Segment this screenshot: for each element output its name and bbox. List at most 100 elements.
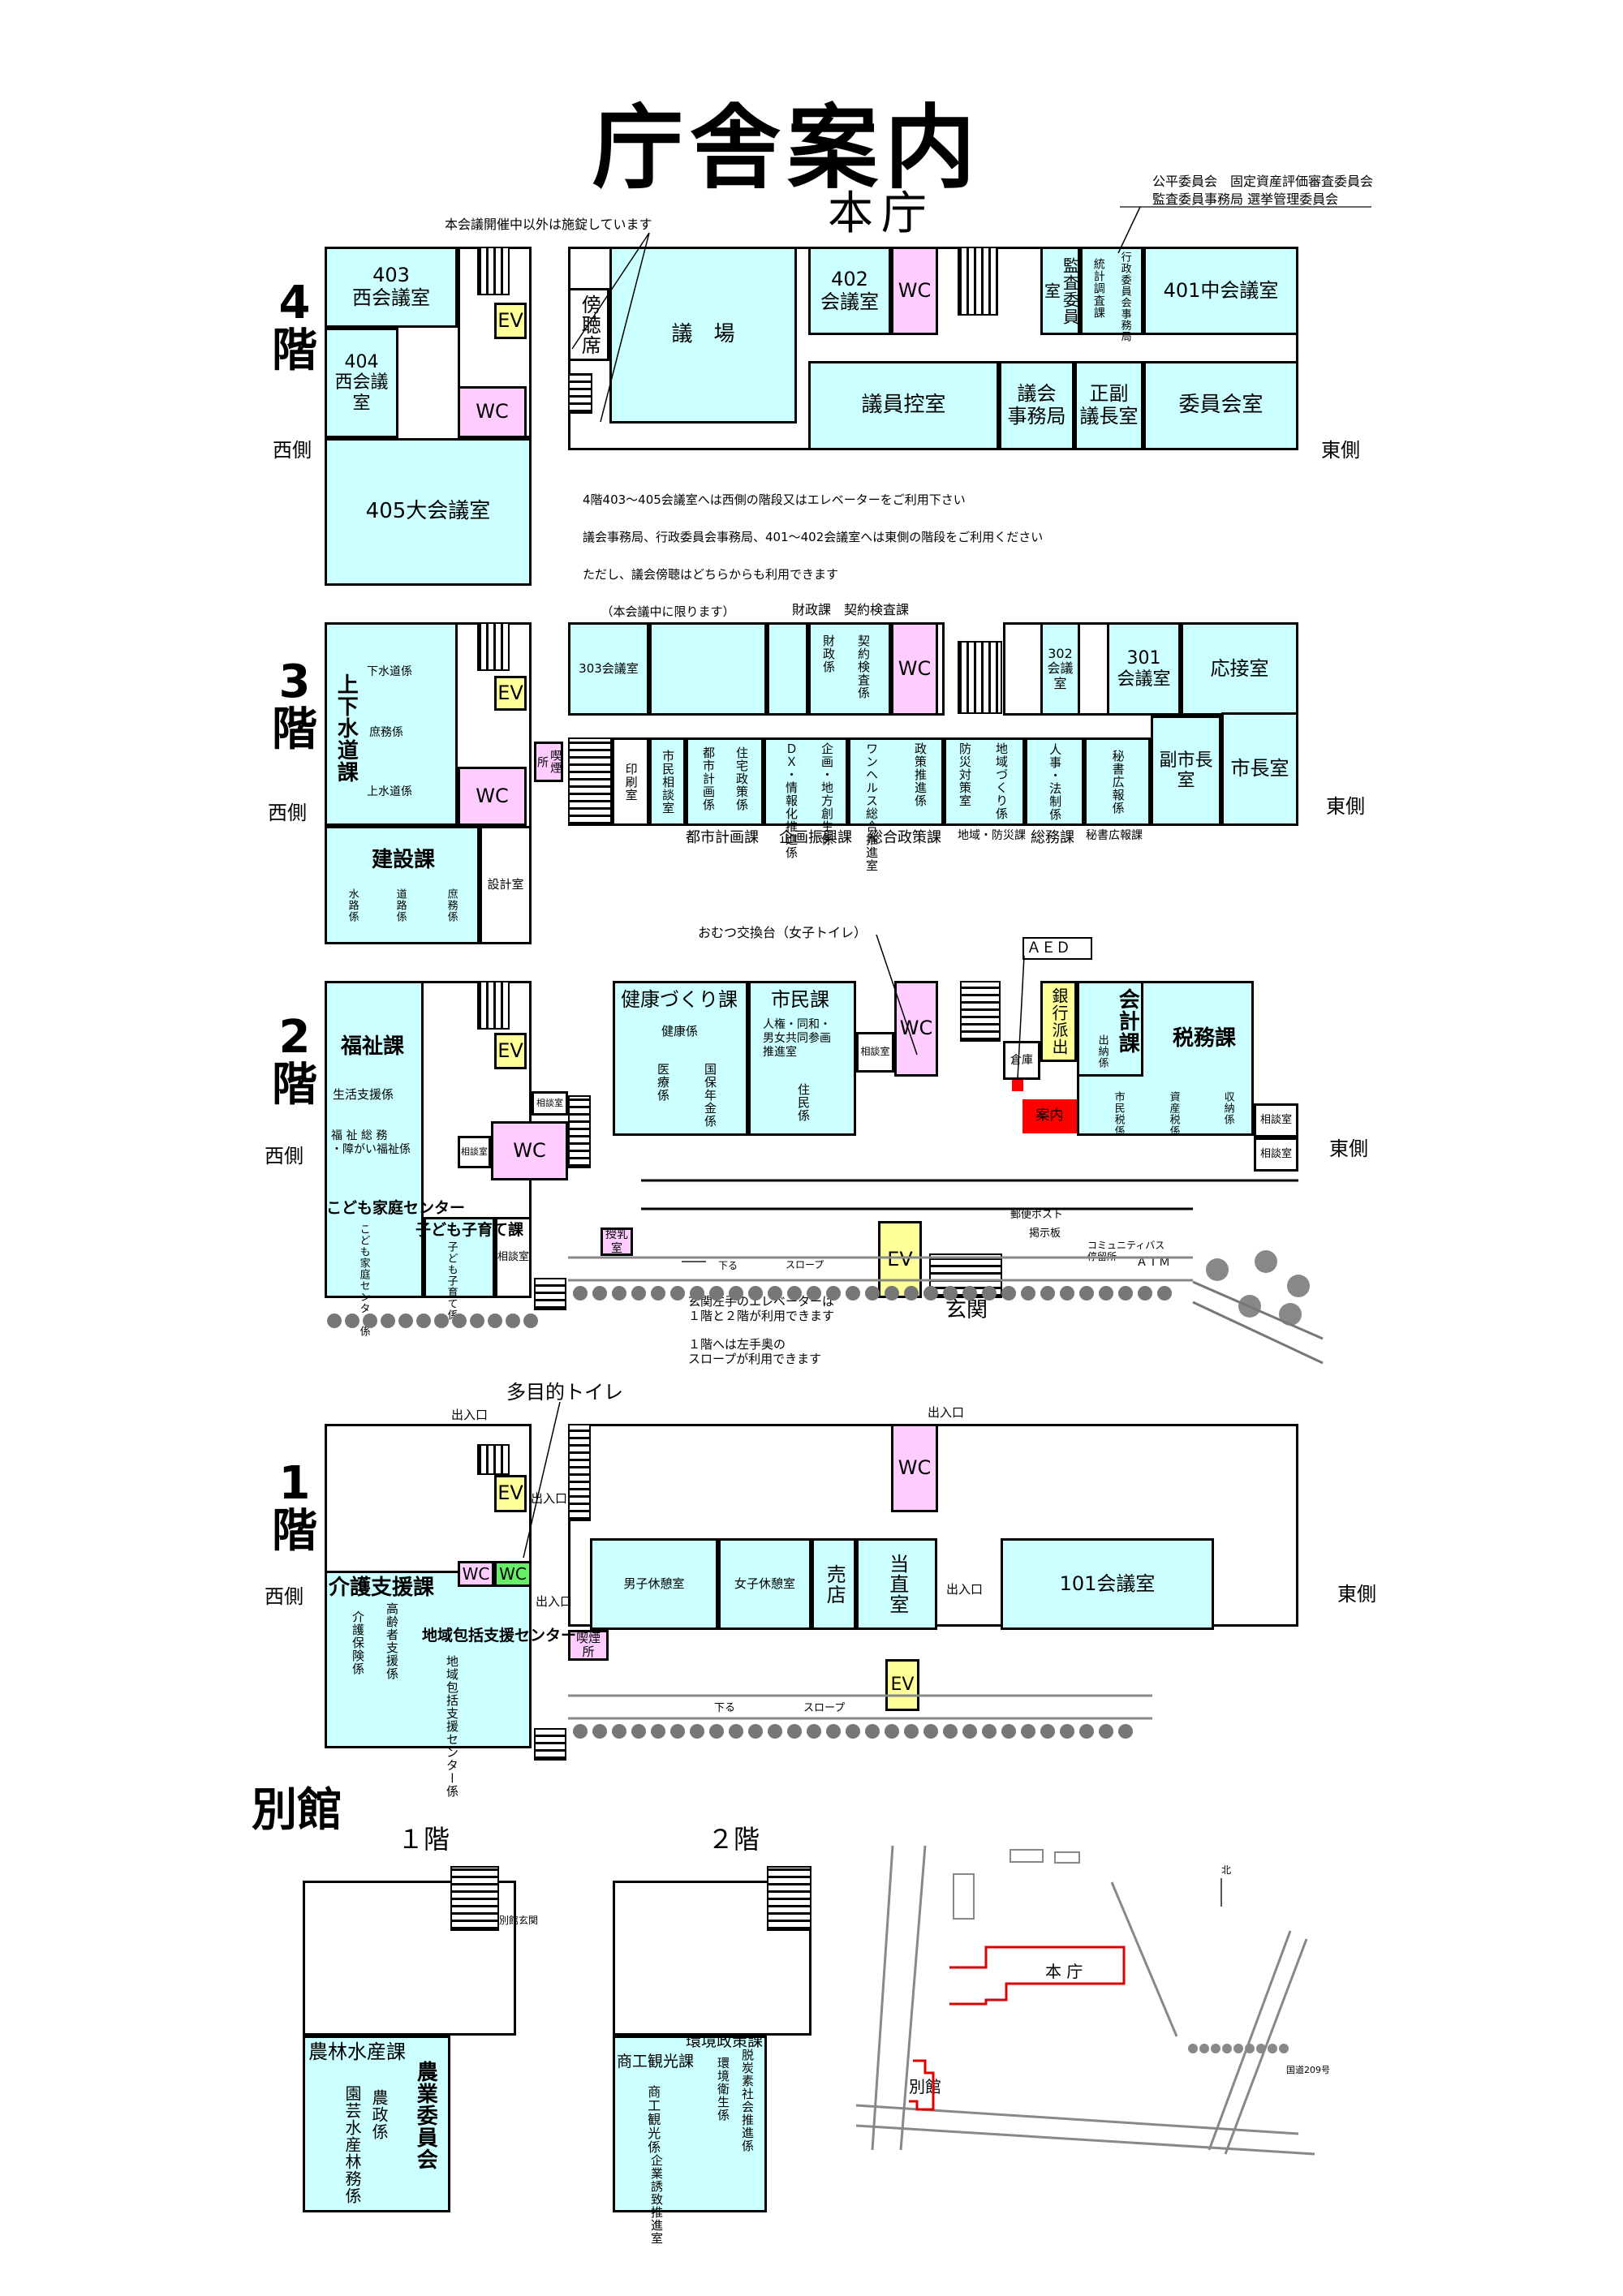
shrub-dot bbox=[768, 1724, 782, 1739]
tree-icon bbox=[1206, 1258, 1229, 1281]
shrub-dot bbox=[670, 1724, 685, 1739]
label-property-tax: 資産税係 bbox=[1167, 1091, 1180, 1137]
label-tax-div: 税務課 bbox=[1173, 1026, 1237, 1051]
r405: 405大会議室 bbox=[325, 438, 532, 586]
shrub-dot bbox=[523, 1314, 538, 1328]
shrub-dot bbox=[573, 1724, 588, 1739]
shrub-dot bbox=[1138, 1286, 1152, 1301]
f3-wc2: WC bbox=[891, 622, 938, 716]
label-care-ins: 介護保険係 bbox=[351, 1610, 365, 1675]
shrub-dot bbox=[885, 1724, 899, 1739]
f3-consult: 市民相談室 bbox=[649, 737, 686, 826]
shrub-dot bbox=[1060, 1724, 1074, 1739]
shrub-dot bbox=[923, 1724, 938, 1739]
f2-wc1-label: WC bbox=[513, 1138, 546, 1162]
shrub-dot bbox=[488, 1314, 502, 1328]
f2-bank-label: 銀行派出 bbox=[1049, 987, 1069, 1056]
f4-stat-box bbox=[1080, 247, 1143, 335]
east-label-4f: 東側 bbox=[1321, 439, 1360, 462]
f1-men-label: 男子休憩室 bbox=[623, 1576, 685, 1591]
page-subtitle: 本庁 bbox=[828, 187, 935, 240]
map-warehouse bbox=[953, 1873, 975, 1920]
label-agri-div: 農林水産課 bbox=[308, 2040, 406, 2063]
shrub-dot bbox=[962, 1724, 977, 1739]
r302-label: 302 会議室 bbox=[1047, 645, 1074, 691]
label-admin-comm: 行政委員会事務局 bbox=[1118, 252, 1131, 342]
pointer-line bbox=[1017, 955, 1025, 1080]
r402-label: 402 会議室 bbox=[820, 267, 879, 313]
f3-hr: 人事・法制係 bbox=[1025, 737, 1084, 826]
r401: 401中会議室 bbox=[1143, 247, 1298, 335]
r101: 101会議室 bbox=[1001, 1538, 1214, 1630]
f4-wc1-label: WC bbox=[476, 400, 509, 424]
r301: 301 会議室 bbox=[1107, 622, 1181, 716]
label-child-sec: 子ども子育て係 bbox=[445, 1241, 458, 1321]
f2-consult5-label: 相談室 bbox=[1259, 1147, 1292, 1160]
label-exit: 出入口 bbox=[928, 1405, 965, 1420]
r301-label: 301 会議室 bbox=[1117, 648, 1171, 690]
f1-wc2: WC bbox=[494, 1561, 532, 1587]
label-north: 北 bbox=[1221, 1864, 1232, 1876]
f1-ev-label: EV bbox=[497, 1481, 523, 1505]
shrub-dot bbox=[1001, 1724, 1016, 1739]
shrub-dot bbox=[1157, 1286, 1172, 1301]
map-tree bbox=[1211, 2044, 1220, 2053]
floor-1-label: 1 階 bbox=[272, 1457, 317, 1558]
r303-label: 303会議室 bbox=[579, 660, 639, 676]
shrub-dot bbox=[709, 1286, 724, 1301]
aed-box bbox=[1022, 937, 1092, 960]
stairs bbox=[450, 1866, 499, 1931]
east-label-1f: 東側 bbox=[1337, 1583, 1376, 1606]
stairs bbox=[477, 1444, 510, 1475]
label-collection: 収納係 bbox=[1221, 1091, 1234, 1125]
f1-wc3-label: WC bbox=[898, 1455, 932, 1479]
label-env-div: 環境政策課 bbox=[686, 2032, 764, 2050]
f4-lounge: 議員控室 bbox=[808, 361, 999, 450]
label-diaper: おむつ交換台（女子トイレ） bbox=[698, 925, 867, 940]
stairs bbox=[958, 641, 1002, 714]
stairs bbox=[534, 1728, 566, 1761]
floor-4-label: 4 階 bbox=[272, 277, 317, 377]
f2-wc2: WC bbox=[894, 981, 938, 1077]
label-annex-entrance: 別館玄関 bbox=[499, 1915, 539, 1926]
label-div-plan: 企画振興課 bbox=[779, 829, 852, 846]
stairs bbox=[477, 247, 510, 295]
f1-ev2: EV bbox=[885, 1659, 919, 1711]
f2-info-label: 案内 bbox=[1035, 1107, 1064, 1124]
label-family-center-sec: こども家庭センター係 bbox=[357, 1223, 370, 1337]
map-tree bbox=[1268, 2044, 1277, 2053]
f1-men: 男子休憩室 bbox=[590, 1538, 718, 1630]
f2-citizen-box bbox=[748, 981, 856, 1136]
f3-water-box bbox=[325, 622, 458, 826]
f1-ev2-label: EV bbox=[890, 1675, 915, 1696]
f3-print-label: 印刷室 bbox=[623, 762, 639, 802]
f2-wc1: WC bbox=[491, 1121, 568, 1180]
map-road bbox=[1224, 1938, 1308, 2155]
f2-child-box bbox=[424, 1217, 495, 1298]
pointer-line bbox=[523, 1401, 561, 1559]
shrub-dot bbox=[904, 1724, 919, 1739]
road-line bbox=[1192, 1280, 1324, 1340]
label-health: 健康係 bbox=[661, 1024, 699, 1038]
shrub-dot bbox=[807, 1286, 821, 1301]
f4-wc2: WC bbox=[891, 247, 938, 335]
f1-duty: 当直室 bbox=[856, 1538, 937, 1630]
map-road bbox=[1208, 1930, 1292, 2151]
pointer-line bbox=[571, 232, 650, 350]
f2-consult5: 相談室 bbox=[1254, 1137, 1298, 1172]
f2-milk-label: 授乳室 bbox=[605, 1228, 628, 1255]
f4-committee-label: 委員会室 bbox=[1178, 393, 1264, 418]
shrub-dot bbox=[592, 1724, 607, 1739]
label-policy: 政策推進係 bbox=[913, 742, 928, 807]
f1-wc1-label: WC bbox=[462, 1563, 490, 1584]
east-label-2f: 東側 bbox=[1329, 1137, 1368, 1160]
r403-label: 403 西会議室 bbox=[352, 264, 430, 309]
f2-store-label: 倉庫 bbox=[1010, 1053, 1033, 1067]
f3-smoke-label: 喫煙所 bbox=[536, 750, 562, 774]
shrub-dot bbox=[1001, 1286, 1016, 1301]
f2-consult6: 相談室 bbox=[495, 1217, 532, 1298]
label-citizen-div: 市民課 bbox=[771, 988, 829, 1011]
shrub-dot bbox=[651, 1286, 665, 1301]
f1-wc3: WC bbox=[891, 1424, 938, 1512]
west-label-4f: 西側 bbox=[273, 439, 312, 462]
